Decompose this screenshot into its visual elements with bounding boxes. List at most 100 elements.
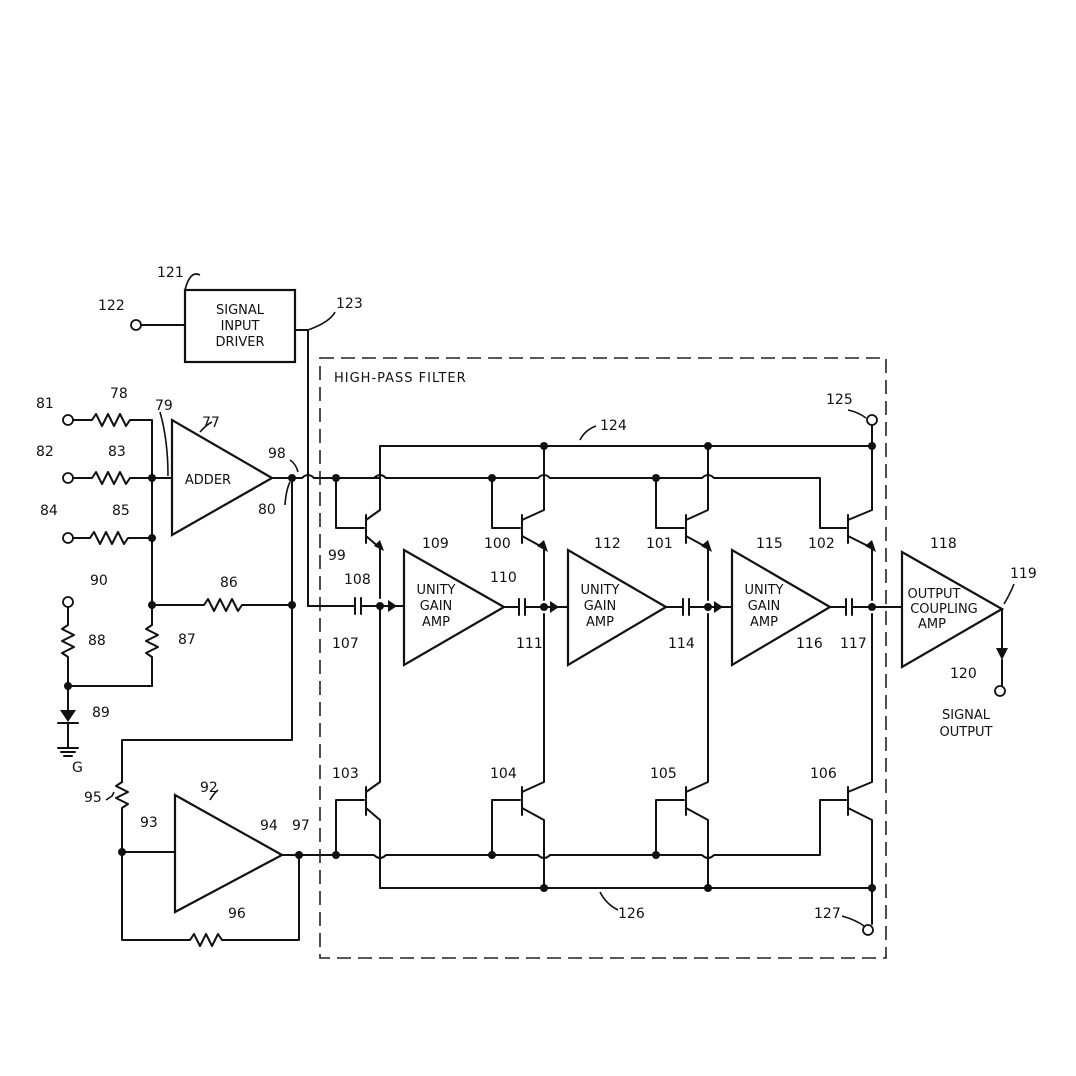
terminal-127 xyxy=(862,924,874,936)
ref-106: 106 xyxy=(810,766,837,782)
ground-label: G xyxy=(72,760,83,776)
ref-78: 78 xyxy=(110,386,128,402)
adder-block: ADDER xyxy=(170,418,275,537)
oca-line3: AMP xyxy=(918,617,946,632)
ref-118: 118 xyxy=(930,536,957,552)
uga112-line2: GAIN xyxy=(584,599,617,614)
ref-121: 121 xyxy=(157,265,184,281)
ref-100: 100 xyxy=(484,536,511,552)
oca-line1: OUTPUT xyxy=(908,587,961,602)
ref-95: 95 xyxy=(84,790,102,806)
pot-wiper-95 xyxy=(105,791,115,801)
diode-89 xyxy=(57,685,79,749)
leader-121 xyxy=(184,273,201,291)
uga109-line2: GAIN xyxy=(420,599,453,614)
ref-77: 77 xyxy=(202,415,220,431)
output-coupling-amp-118: OUTPUT COUPLING AMP xyxy=(900,550,1005,669)
terminal-125 xyxy=(866,414,878,426)
transistor-99 xyxy=(335,445,384,599)
ref-85: 85 xyxy=(112,503,130,519)
ref-83: 83 xyxy=(108,444,126,460)
ref-96: 96 xyxy=(228,906,246,922)
ref-97: 97 xyxy=(292,818,310,834)
transistor-104 xyxy=(491,613,545,889)
transistor-102 xyxy=(847,445,876,601)
wire-123 xyxy=(294,329,309,471)
ref-87: 87 xyxy=(178,632,196,648)
ref-89: 89 xyxy=(92,705,110,721)
resistor-95 xyxy=(115,781,129,853)
driver-label-line1: SIGNAL xyxy=(216,303,265,318)
ref-110: 110 xyxy=(490,570,517,586)
ref-102: 102 xyxy=(808,536,835,552)
ref-92: 92 xyxy=(200,780,218,796)
capacitor-116 xyxy=(829,598,903,616)
wire-to-95 xyxy=(121,739,293,783)
transistor-100 xyxy=(491,445,548,601)
terminal-120 xyxy=(994,685,1006,697)
leader-119 xyxy=(1003,583,1015,605)
ref-127: 127 xyxy=(814,906,841,922)
ref-109: 109 xyxy=(422,536,449,552)
ref-114: 114 xyxy=(668,636,695,652)
ref-93: 93 xyxy=(140,815,158,831)
ref-98: 98 xyxy=(268,446,286,462)
leader-123 xyxy=(307,311,336,331)
transistor-101 xyxy=(655,445,712,601)
uga112-line3: AMP xyxy=(586,615,614,630)
ref-116: 116 xyxy=(796,636,823,652)
ref-112: 112 xyxy=(594,536,621,552)
ref-123: 123 xyxy=(336,296,363,312)
uga112-line1: UNITY xyxy=(581,583,620,598)
high-pass-filter-boundary xyxy=(319,357,887,959)
resistor-87 xyxy=(145,604,159,687)
unity-gain-amp-112: UNITY GAIN AMP xyxy=(566,548,669,667)
adder-label: ADDER xyxy=(185,473,231,488)
leader-79 xyxy=(159,411,169,477)
amplifier-92 xyxy=(173,793,285,914)
leader-127 xyxy=(841,915,865,927)
reference-numerals: 121 122 123 81 78 79 77 82 83 98 80 84 8… xyxy=(36,265,1037,922)
ref-103: 103 xyxy=(332,766,359,782)
signal-output-line1: SIGNAL xyxy=(942,708,991,723)
ref-82: 82 xyxy=(36,444,54,460)
ref-105: 105 xyxy=(650,766,677,782)
ref-80: 80 xyxy=(258,502,276,518)
terminal-82 xyxy=(62,472,74,484)
bias-line-98 xyxy=(335,474,847,529)
ref-88: 88 xyxy=(88,633,106,649)
ref-126: 126 xyxy=(618,906,645,922)
signal-input-driver-block: SIGNAL INPUT DRIVER xyxy=(183,288,297,364)
high-pass-filter-title: HIGH-PASS FILTER xyxy=(334,371,467,386)
resistor-78 xyxy=(72,413,153,479)
ref-81: 81 xyxy=(36,396,54,412)
resistor-88 xyxy=(61,606,75,687)
ref-99: 99 xyxy=(328,548,346,564)
terminal-122 xyxy=(130,319,142,331)
leader-92 xyxy=(209,789,219,801)
ref-86: 86 xyxy=(220,575,238,591)
terminal-90 xyxy=(62,596,74,608)
ref-79: 79 xyxy=(155,398,173,414)
ref-120: 120 xyxy=(950,666,977,682)
uga115-line1: UNITY xyxy=(745,583,784,598)
bias-line-97 xyxy=(335,799,847,859)
terminal-81 xyxy=(62,414,74,426)
driver-label-line2: INPUT xyxy=(221,319,260,334)
uga109-line1: UNITY xyxy=(417,583,456,598)
terminal-84 xyxy=(62,532,74,544)
leader-98 xyxy=(289,459,299,473)
resistor-85 xyxy=(72,531,153,545)
uga115-line3: AMP xyxy=(750,615,778,630)
signal-output-line2: OUTPUT xyxy=(940,725,993,740)
ref-119: 119 xyxy=(1010,566,1037,582)
transistor-105 xyxy=(655,613,709,889)
unity-gain-amp-115: UNITY GAIN AMP xyxy=(730,548,833,667)
transistor-106 xyxy=(847,613,873,889)
leader-126 xyxy=(599,891,619,911)
ground-symbol xyxy=(57,747,79,757)
resistor-83 xyxy=(72,471,173,485)
ref-125: 125 xyxy=(826,392,853,408)
ref-115: 115 xyxy=(756,536,783,552)
